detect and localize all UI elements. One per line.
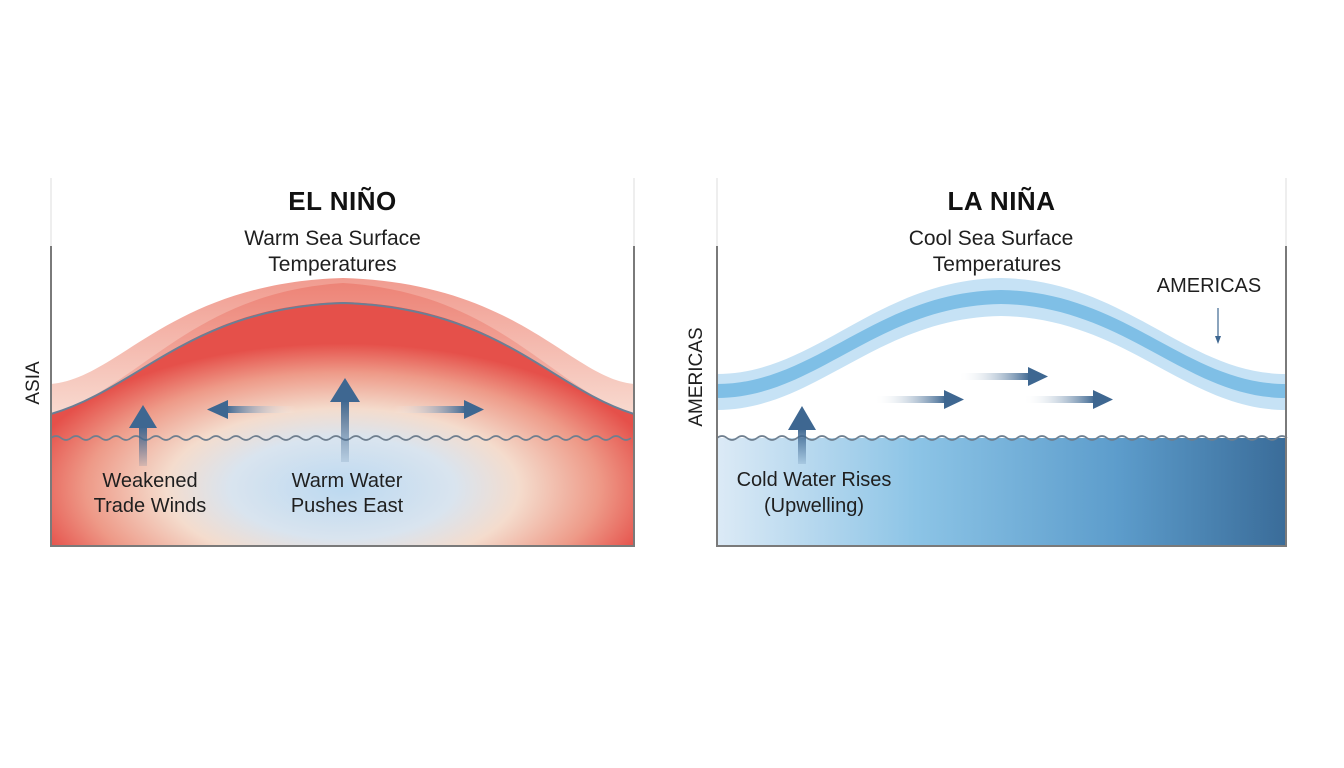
- warm-surface-band: [51, 278, 634, 414]
- upwelling-label-line1: Cold Water Rises: [736, 469, 892, 491]
- weakened-winds-label-line2: Trade Winds: [93, 495, 207, 517]
- sea-surface-wave: [716, 435, 1288, 441]
- warm-surface-label-line1: Warm Sea Surface: [244, 227, 421, 250]
- cool-surface-label-line2: Temperatures: [932, 253, 1062, 276]
- el-nino-title: EL NIÑO: [288, 186, 397, 216]
- up-arrow-icon: [330, 378, 360, 462]
- cool-surface-band: [717, 278, 1286, 410]
- cool-surface-label-line1: Cool Sea Surface: [908, 227, 1074, 250]
- cool-surface-stripe: [717, 290, 1286, 398]
- panel-frame: [716, 246, 1287, 547]
- warm-surface-label-line2: Temperatures: [268, 253, 397, 276]
- down-arrow-icon: [1215, 308, 1221, 344]
- right-arrow-icon: [1023, 390, 1113, 409]
- americas-callout: AMERICAS: [1156, 275, 1262, 297]
- left-arrow-icon: [207, 400, 296, 419]
- right-arrow-icon: [874, 390, 964, 409]
- la-nina-panel: LA NIÑA Cool Sea Surface Temperatures AM…: [716, 178, 1288, 548]
- el-nino-panel: EL NIÑO Warm Sea Surface Temperatures We…: [50, 178, 635, 548]
- cold-water-body: [717, 438, 1286, 546]
- up-arrow-icon: [129, 405, 157, 466]
- la-nina-title: LA NIÑA: [947, 186, 1056, 216]
- up-arrow-icon: [788, 406, 816, 464]
- weakened-winds-label-line1: Weakened: [102, 470, 198, 492]
- el-nino-illustration: [50, 178, 635, 547]
- thermocline-line: [50, 301, 635, 415]
- right-arrow-icon: [958, 367, 1048, 386]
- asia-side-label: ASIA: [23, 361, 44, 405]
- warm-water-label-line1: Warm Water: [291, 470, 403, 492]
- warm-water-label-line2: Pushes East: [290, 495, 404, 517]
- right-arrow-icon: [394, 400, 484, 419]
- upwelling-label-line2: (Upwelling): [763, 495, 865, 517]
- americas-side-label: AMERICAS: [686, 327, 707, 427]
- panel-frame: [50, 178, 635, 547]
- la-nina-illustration: [716, 178, 1288, 547]
